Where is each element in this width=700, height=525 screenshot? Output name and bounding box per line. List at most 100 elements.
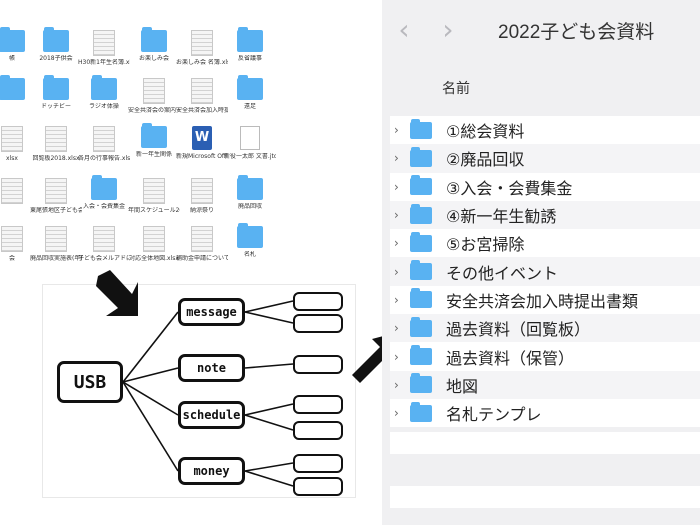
grid-file-label: 安全共済会の案内・ジュニア―2018.xlsx [128,107,180,114]
grid-file-label: xlsx [6,155,18,162]
spreadsheet-icon [143,226,165,252]
grid-file-item[interactable] [0,178,38,207]
grid-file-item[interactable]: 2018子供会 [30,27,82,63]
disclosure-chevron-icon[interactable]: › [394,236,399,251]
spreadsheet-icon [45,226,67,252]
blank-document-icon [240,126,260,150]
disclosure-chevron-icon[interactable]: › [394,406,399,421]
folder-row[interactable]: ›⑤お宮掃除 [390,229,700,258]
grid-file-item[interactable]: 安全共済会加入時提出書類 [176,78,228,115]
folder-icon [410,175,432,196]
file-browser: ‹ › 2022子ども会資料 名前 ›①総会資料›②廃品回収›③入会・会費集金›… [382,0,700,525]
usb-tree-diagram: USB message note schedule money [42,284,356,498]
grid-file-item[interactable]: 会 [0,226,38,263]
grid-file-item[interactable]: 子ども会メルアドについて.docx [78,226,130,263]
forward-chevron-icon[interactable]: › [442,13,454,46]
folder-row[interactable]: ›地図 [390,370,700,399]
folder-icon [410,288,432,309]
spreadsheet-icon [191,78,213,104]
disclosure-chevron-icon[interactable]: › [394,208,399,223]
folder-icon [410,118,432,139]
folder-row[interactable]: ›②廃品回収 [390,144,700,173]
tree-leaf [293,454,343,473]
empty-row [390,432,700,454]
grid-file-item[interactable]: 対応全体地図.xlsx [128,226,180,263]
disclosure-chevron-icon[interactable]: › [394,349,399,364]
tree-connectors [122,300,294,487]
folder-icon [237,223,263,248]
grid-file-item[interactable]: 新一年生関係 [128,123,180,159]
grid-file-label: ドッチビー [40,103,71,110]
grid-file-label: 会 [8,255,15,262]
back-chevron-icon[interactable]: ‹ [398,13,410,46]
spreadsheet-icon [191,30,213,56]
word-document-icon: W [192,126,212,150]
grid-file-item[interactable]: 新役一太郎 文書.jtd [224,126,276,161]
tree-branch-note: note [178,354,245,382]
folder-row-label: 安全共済会加入時提出書類 [446,291,639,311]
grid-file-item[interactable]: 帳 [0,27,38,63]
grid-file-item[interactable]: お楽しみ会 名簿.xlsx [176,30,228,67]
disclosure-chevron-icon[interactable]: › [394,264,399,279]
grid-file-item[interactable]: 反省議事 [224,27,276,63]
grid-file-item[interactable]: 遠足 [224,75,276,111]
grid-file-item[interactable]: H30新1年生名簿.xlsx [78,30,130,67]
folder-icon [141,27,167,52]
folder-row[interactable]: ›過去資料（保管） [390,342,700,371]
folder-icon [410,231,432,252]
grid-file-item[interactable]: 補助金申請について2019.xls [176,226,228,263]
disclosure-chevron-icon[interactable]: › [394,179,399,194]
spreadsheet-icon [93,226,115,252]
folder-row[interactable]: ›名札テンプレ [390,398,700,428]
grid-file-item[interactable]: 回覧板2018.xlsx [30,126,82,163]
disclosure-chevron-icon[interactable]: › [394,321,399,336]
spreadsheet-icon [1,226,23,252]
grid-file-item[interactable] [0,75,38,103]
grid-file-label: 子ども会メルアドについて.docx [78,255,130,262]
folder-row[interactable]: › その他イベント [390,257,700,286]
grid-file-label: 帳 [8,55,15,62]
folder-row[interactable]: › 安全共済会加入時提出書類 [390,285,700,315]
grid-file-label: 廃品回収実施表(年行) 数.xls [30,255,82,262]
folder-row[interactable]: ›①総会資料 [390,116,700,145]
grid-file-item[interactable]: 廃品回収実施表(年行) 数.xls [30,226,82,263]
grid-file-item[interactable]: 各月の行事報告.xlsx [78,126,130,163]
disclosure-chevron-icon[interactable]: › [394,123,399,138]
grid-file-item[interactable]: ラジオ体操 [78,75,130,111]
folder-title: 2022子ども会資料 [498,21,655,43]
spreadsheet-icon [93,126,115,152]
spreadsheet-icon [191,178,213,204]
grid-file-label: 遠足 [243,103,256,110]
folder-row[interactable]: ›③入会・会費集金 [390,172,700,201]
grid-file-item[interactable]: 入会・会費集金 [78,175,130,211]
grid-file-item[interactable]: 安全共済会の案内・ジュニア―2018.xlsx [128,78,180,115]
grid-file-item[interactable]: お楽しみ会 [128,27,180,63]
folder-row[interactable]: › 過去資料（回覧板） [390,314,700,343]
spreadsheet-icon [1,178,23,204]
grid-file-item[interactable]: 名札 [224,223,276,259]
grid-file-item[interactable]: xlsx [0,126,38,163]
folder-row[interactable]: ›④新一年生勧誘 [390,200,700,230]
disclosure-chevron-icon[interactable]: › [394,151,399,166]
folder-row-label: その他イベント [446,263,559,283]
tree-leaf [293,421,343,440]
tree-branch-message: message [178,298,245,326]
grid-file-item[interactable]: ドッチビー [30,75,82,111]
spreadsheet-icon [191,226,213,252]
spreadsheet-icon [143,178,165,204]
folder-icon [410,345,432,366]
grid-file-label: 新一年生関係 [135,151,172,158]
grid-file-item[interactable]: 年間スケジュール2018.xls [128,178,180,215]
disclosure-chevron-icon[interactable]: › [394,292,399,307]
grid-file-item[interactable]: 東尾張地区子ども会リーダー研・2018.xls [30,178,82,215]
folder-row-label: 過去資料（回覧板） [446,320,591,340]
folder-icon [410,146,432,167]
column-header-name[interactable]: 名前 [442,81,470,97]
tree-leaf [293,477,343,496]
disclosure-chevron-icon[interactable]: › [394,377,399,392]
grid-file-item[interactable]: 納涼祭り [176,178,228,215]
tree-leaf [293,314,343,333]
grid-file-item[interactable]: 廃品回収 [224,175,276,211]
folder-icon [410,260,432,281]
